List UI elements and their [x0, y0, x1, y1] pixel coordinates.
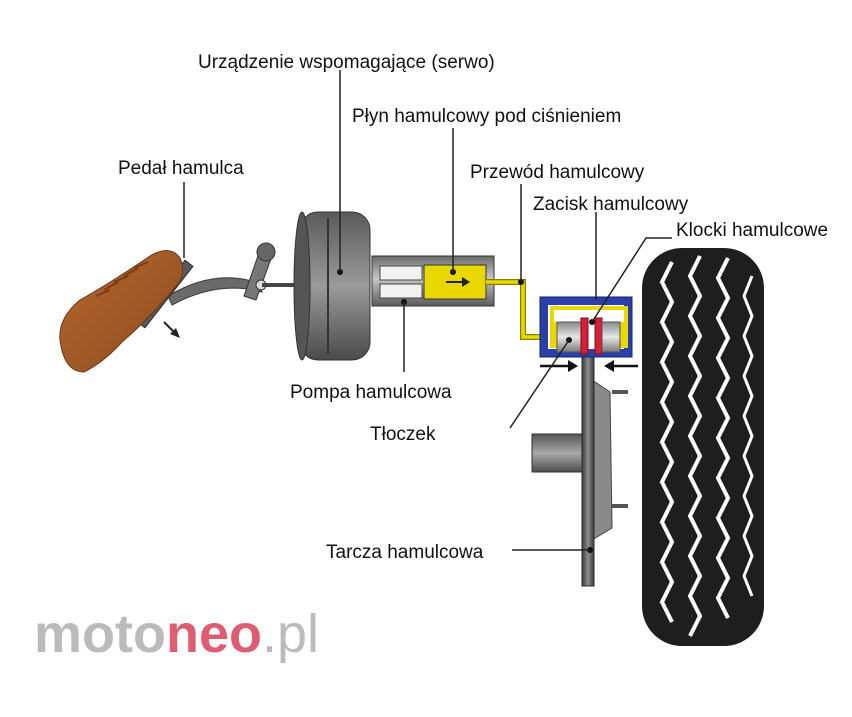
logo-part-moto: moto: [34, 604, 166, 664]
servo-booster: [293, 211, 371, 361]
label-caliper: Zacisk hamulcowy: [533, 194, 689, 215]
svg-text:motoneo.pl: motoneo.pl: [34, 604, 319, 664]
brake-pedal-assembly: [59, 242, 300, 373]
label-pressurized-fluid: Płyn hamulcowy pod ciśnieniem: [352, 106, 621, 127]
motoneo-logo: motoneo.pl: [34, 604, 319, 664]
tread-1: [659, 261, 675, 623]
foot-shoe: [59, 250, 184, 373]
leader-piston: [509, 339, 570, 429]
cylinder-inner-upper: [379, 265, 423, 281]
label-brake-line: Przewód hamulcowy: [470, 162, 645, 183]
label-brake-pads: Klocki hamulcowe: [676, 220, 828, 241]
pad-right: [594, 317, 603, 355]
tread-2: [687, 255, 703, 637]
label-master-cylinder: Pompa hamulcowa: [290, 382, 452, 403]
tire: [642, 248, 764, 646]
label-brake-pedal: Pedał hamulca: [118, 158, 244, 179]
tread-3: [715, 257, 731, 619]
disc-hat: [591, 379, 613, 541]
tread-4: [742, 275, 754, 597]
label-brake-disc: Tarcza hamulcowa: [326, 542, 484, 563]
hub-and-disc: [531, 339, 628, 587]
leader-pads: [591, 237, 672, 323]
hub-shaft: [531, 433, 591, 473]
brake-caliper: [539, 296, 633, 358]
servo-face: [293, 211, 311, 361]
label-piston: Tłoczek: [370, 424, 436, 445]
leader-lines: [183, 70, 672, 551]
logo-part-neo: neo: [166, 604, 262, 664]
shoe-laces: [95, 261, 149, 297]
pedal-pivot: [256, 242, 276, 262]
master-cylinder: [371, 255, 495, 307]
tire-body: [642, 248, 764, 646]
pad-left: [580, 317, 589, 355]
label-servo: Urządzenie wspomagające (serwo): [198, 52, 495, 73]
cylinder-inner-lower: [379, 283, 423, 299]
pedal-arm: [167, 277, 263, 306]
logo-part-pl: .pl: [262, 604, 319, 664]
